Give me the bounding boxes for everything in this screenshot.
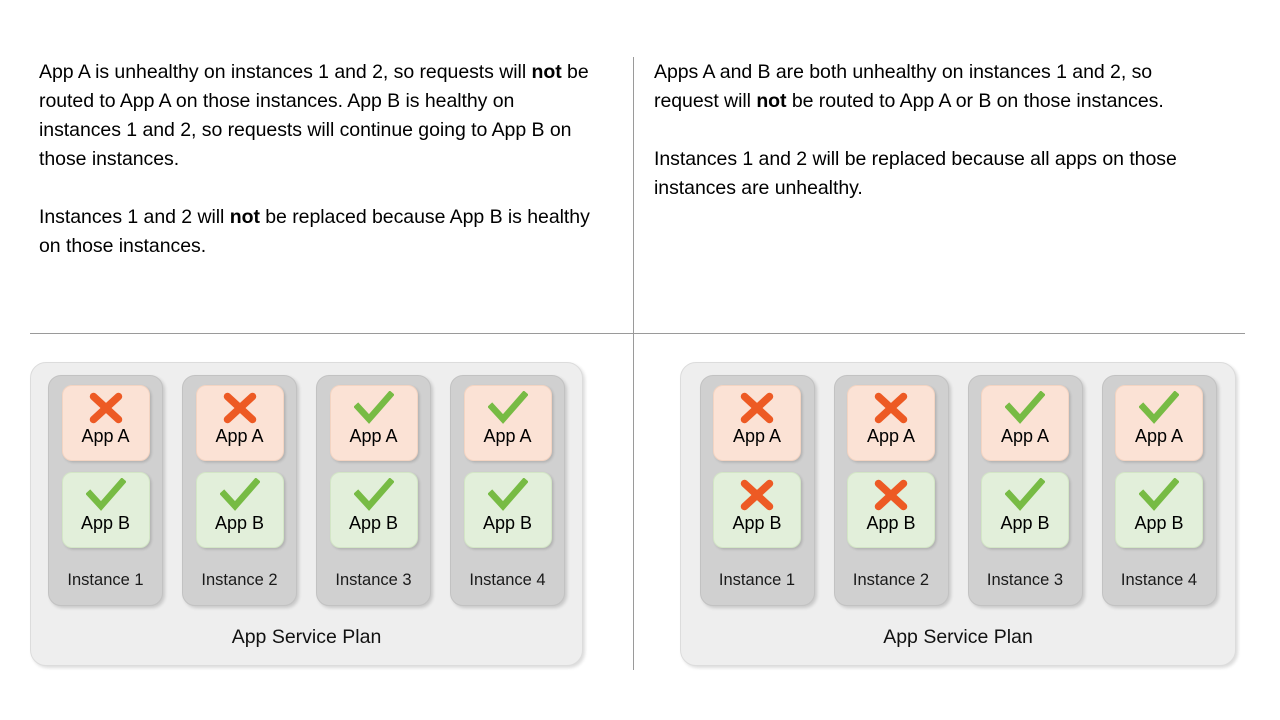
cross-icon bbox=[874, 392, 908, 424]
app-box-a[interactable]: App A bbox=[195, 385, 284, 461]
app-name-label: App B bbox=[214, 513, 265, 533]
cross-icon bbox=[223, 392, 256, 424]
paragraph: Instances 1 and 2 will not be replaced b… bbox=[39, 203, 599, 261]
app-box-b[interactable]: App B bbox=[981, 472, 1069, 548]
plan-label-left: App Service Plan bbox=[231, 626, 382, 648]
text-run: Apps A and B are both unhealthy on insta… bbox=[654, 61, 1153, 112]
app-name-label: App B bbox=[1134, 513, 1184, 533]
app-box-b[interactable]: App B bbox=[1115, 472, 1203, 548]
app-name-label: App B bbox=[732, 513, 782, 533]
cross-icon bbox=[89, 392, 122, 424]
check-icon bbox=[487, 478, 528, 511]
app-box-a[interactable]: App A bbox=[1115, 385, 1203, 461]
text-run: be routed to App A or B on those instanc… bbox=[786, 90, 1164, 112]
app-box-a[interactable]: App A bbox=[713, 385, 801, 461]
instances-row-right: App A App B Instance 1 App A App B Instance 2… bbox=[681, 375, 1235, 606]
app-box-b[interactable]: App B bbox=[61, 472, 150, 548]
instance-label: Instance 1 bbox=[67, 571, 144, 589]
app-name-label: App A bbox=[215, 426, 264, 446]
paragraph: Apps A and B are both unhealthy on insta… bbox=[654, 58, 1199, 116]
emphasis-text: not bbox=[531, 61, 562, 83]
paragraph: App A is unhealthy on instances 1 and 2,… bbox=[39, 58, 599, 174]
app-name-label: App B bbox=[80, 513, 131, 533]
instances-row-left: App A App B Instance 1 App A App B Instance 2… bbox=[31, 375, 582, 606]
paragraph: Instances 1 and 2 will be replaced becau… bbox=[654, 145, 1199, 203]
horizontal-divider bbox=[30, 333, 1245, 334]
cross-icon bbox=[874, 479, 908, 511]
left-description-text: App A is unhealthy on instances 1 and 2,… bbox=[39, 58, 599, 261]
instance-card[interactable]: App A App B Instance 1 bbox=[699, 375, 815, 606]
app-name-label: App A bbox=[866, 426, 916, 446]
app-name-label: App A bbox=[483, 426, 532, 446]
check-icon bbox=[85, 478, 126, 511]
app-box-a[interactable]: App A bbox=[61, 385, 150, 461]
instance-label: Instance 4 bbox=[469, 571, 546, 589]
app-box-b[interactable]: App B bbox=[847, 472, 935, 548]
emphasis-text: not bbox=[756, 90, 787, 112]
app-box-b[interactable]: App B bbox=[195, 472, 284, 548]
text-run: be replaced because App B is healthy on … bbox=[39, 206, 590, 257]
app-box-b[interactable]: App B bbox=[329, 472, 418, 548]
instance-card[interactable]: App A App B Instance 4 bbox=[1101, 375, 1217, 606]
app-name-label: App A bbox=[1000, 426, 1050, 446]
app-name-label: App A bbox=[1134, 426, 1184, 446]
text-run: Instances 1 and 2 will be replaced becau… bbox=[654, 148, 1177, 199]
instance-card[interactable]: App A App B Instance 2 bbox=[833, 375, 949, 606]
app-box-b[interactable]: App B bbox=[713, 472, 801, 548]
app-name-label: App B bbox=[348, 513, 399, 533]
app-name-label: App B bbox=[1000, 513, 1050, 533]
text-run: App A is unhealthy on instances 1 and 2,… bbox=[39, 61, 532, 83]
cross-icon bbox=[740, 479, 774, 511]
instance-label: Instance 1 bbox=[718, 571, 796, 589]
app-service-plan-right: App A App B Instance 1 App A App B Instance 2… bbox=[680, 362, 1236, 666]
instance-label: Instance 2 bbox=[201, 571, 278, 589]
check-icon bbox=[353, 478, 394, 511]
app-name-label: App B bbox=[482, 513, 533, 533]
app-box-a[interactable]: App A bbox=[981, 385, 1069, 461]
instance-card[interactable]: App A App B Instance 3 bbox=[967, 375, 1083, 606]
app-name-label: App B bbox=[866, 513, 916, 533]
app-name-label: App A bbox=[732, 426, 782, 446]
instance-label: Instance 3 bbox=[335, 571, 412, 589]
check-icon bbox=[1139, 391, 1179, 424]
app-box-a[interactable]: App A bbox=[847, 385, 935, 461]
app-box-b[interactable]: App B bbox=[463, 472, 552, 548]
right-description-text: Apps A and B are both unhealthy on insta… bbox=[654, 58, 1199, 203]
instance-label: Instance 3 bbox=[986, 571, 1064, 589]
vertical-divider bbox=[633, 57, 634, 670]
app-box-a[interactable]: App A bbox=[463, 385, 552, 461]
plan-label-right: App Service Plan bbox=[883, 626, 1033, 648]
app-name-label: App A bbox=[349, 426, 398, 446]
instance-card[interactable]: App A App B Instance 4 bbox=[450, 375, 565, 606]
app-service-plan-left: App A App B Instance 1 App A App B Instance 2… bbox=[30, 362, 583, 666]
instance-label: Instance 2 bbox=[852, 571, 930, 589]
instance-card[interactable]: App A App B Instance 3 bbox=[316, 375, 431, 606]
instance-card[interactable]: App A App B Instance 1 bbox=[48, 375, 163, 606]
instance-card[interactable]: App A App B Instance 2 bbox=[182, 375, 297, 606]
text-run: be routed to App A on those instances. A… bbox=[39, 61, 589, 170]
app-name-label: App A bbox=[81, 426, 130, 446]
emphasis-text: not bbox=[229, 206, 260, 228]
check-icon bbox=[353, 391, 394, 424]
check-icon bbox=[1005, 478, 1045, 511]
check-icon bbox=[487, 391, 528, 424]
text-run: Instances 1 and 2 will bbox=[39, 206, 230, 228]
cross-icon bbox=[740, 392, 774, 424]
instance-label: Instance 4 bbox=[1120, 571, 1198, 589]
check-icon bbox=[1139, 478, 1179, 511]
app-box-a[interactable]: App A bbox=[329, 385, 418, 461]
check-icon bbox=[219, 478, 260, 511]
check-icon bbox=[1005, 391, 1045, 424]
